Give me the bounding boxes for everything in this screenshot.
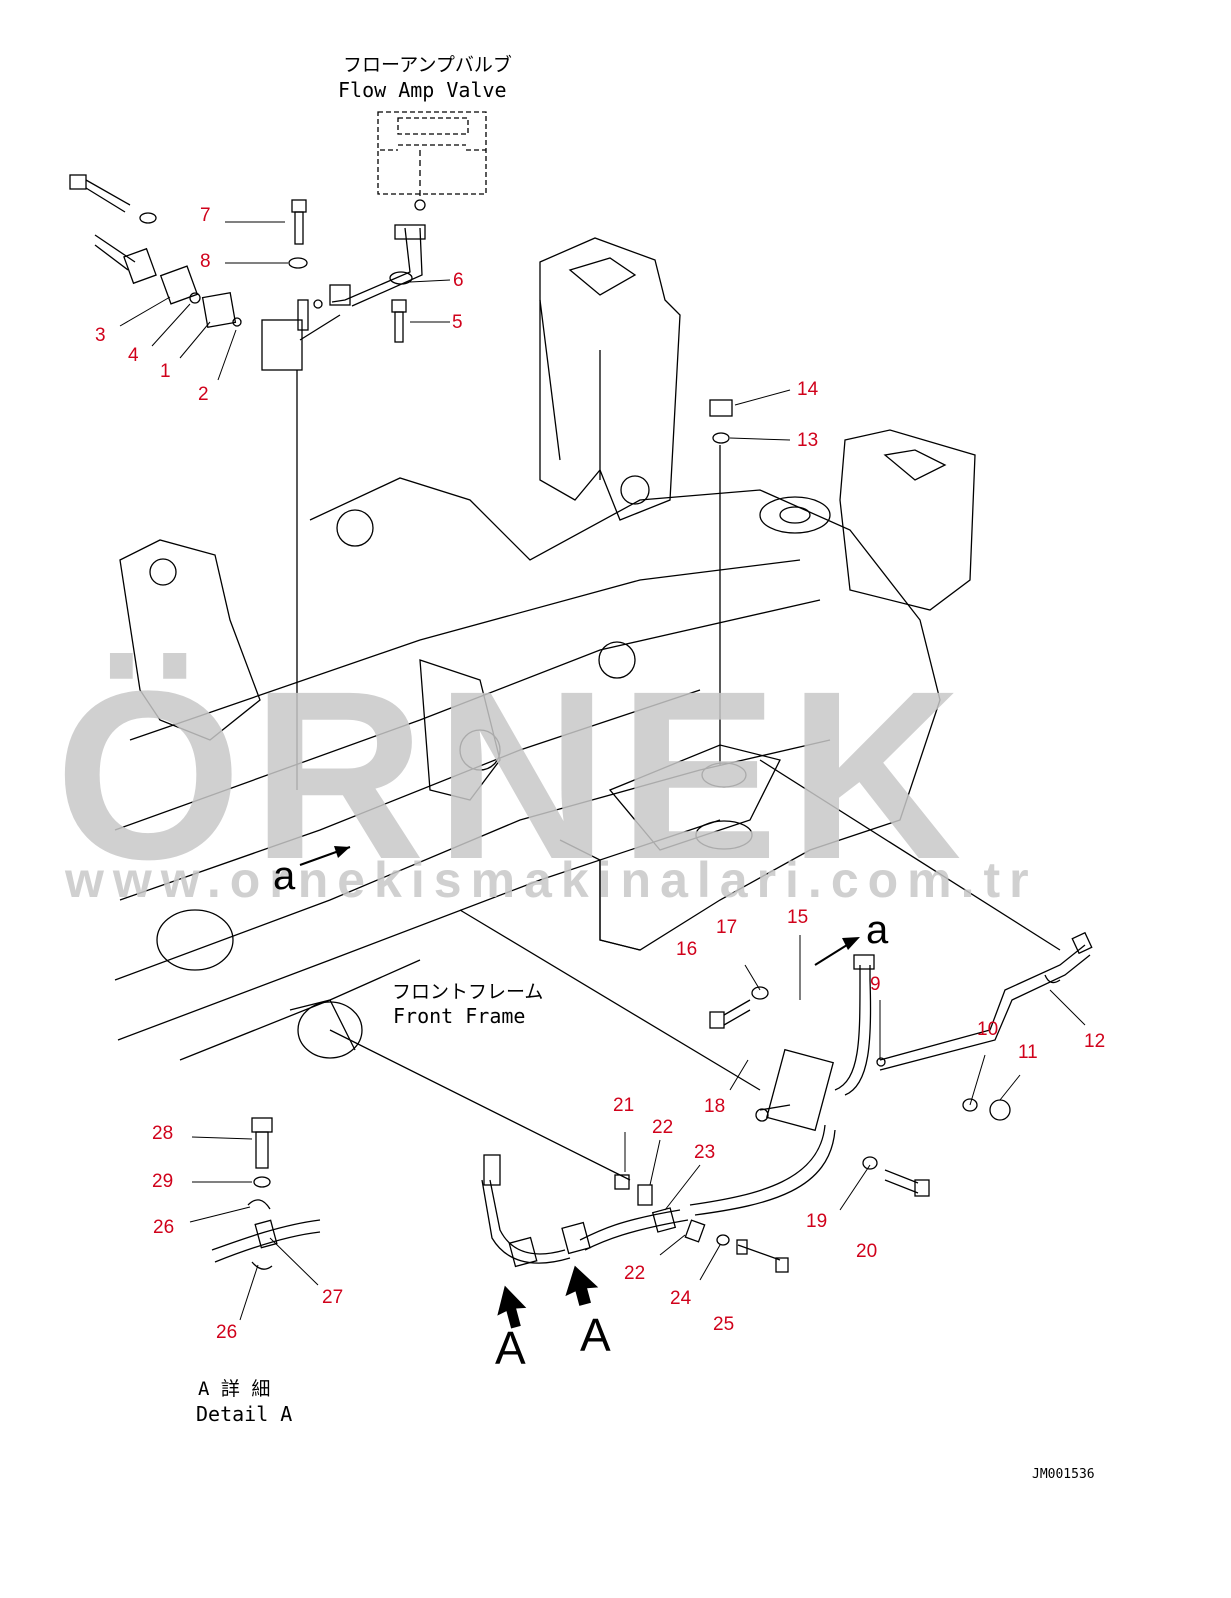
callout-8: 8	[200, 251, 211, 272]
callout-10: 10	[977, 1019, 999, 1040]
callout-26a: 26	[153, 1217, 175, 1238]
watermark-url: www.ornekismakinalari.com.tr	[65, 852, 1038, 908]
callout-29: 29	[152, 1171, 174, 1192]
front-frame-label-jp: フロントフレーム	[392, 981, 544, 1003]
flow-amp-valve-label-jp: フローアンプバルブ	[343, 54, 512, 76]
callout-23: 23	[694, 1142, 716, 1163]
detail-a-label-en: Detail A	[196, 1402, 293, 1426]
arrow-a-label-1: a	[273, 854, 296, 898]
callout-1: 1	[160, 361, 171, 382]
callout-5: 5	[452, 312, 463, 333]
callout-2: 2	[198, 384, 209, 405]
flow-amp-valve-body	[377, 111, 487, 195]
drawing-code: JM001536	[1032, 1467, 1095, 1482]
callout-19: 19	[806, 1211, 828, 1232]
callout-3: 3	[95, 325, 106, 346]
callout-4: 4	[128, 345, 139, 366]
arrow-a-label-2: a	[866, 908, 889, 952]
callout-22a: 22	[652, 1117, 674, 1138]
callout-22b: 22	[624, 1263, 646, 1284]
callout-24: 24	[670, 1288, 692, 1309]
callout-25: 25	[713, 1314, 735, 1335]
callout-20: 20	[856, 1241, 878, 1262]
callout-18: 18	[704, 1096, 726, 1117]
callout-11: 11	[1018, 1042, 1038, 1063]
callout-13: 13	[797, 430, 819, 451]
callout-27: 27	[322, 1287, 344, 1308]
flow-amp-valve-label-en: Flow Amp Valve	[338, 78, 507, 102]
callout-21: 21	[613, 1095, 635, 1116]
callout-12: 12	[1084, 1031, 1106, 1052]
callout-9: 9	[870, 974, 881, 995]
callout-14: 14	[797, 379, 819, 400]
callout-26b: 26	[216, 1322, 238, 1343]
watermark-brand: ÖRNEK	[55, 641, 972, 909]
callout-17: 17	[716, 917, 738, 938]
view-a-label-2: A	[580, 1309, 611, 1361]
view-a-label-1: A	[495, 1322, 526, 1374]
callout-15: 15	[787, 907, 809, 928]
front-frame-label-en: Front Frame	[393, 1004, 526, 1028]
callout-28: 28	[152, 1123, 174, 1144]
detail-a-label-jp: A 詳 細	[198, 1378, 271, 1400]
callout-7: 7	[200, 205, 211, 226]
callout-6: 6	[453, 270, 464, 291]
callout-16: 16	[676, 939, 698, 960]
